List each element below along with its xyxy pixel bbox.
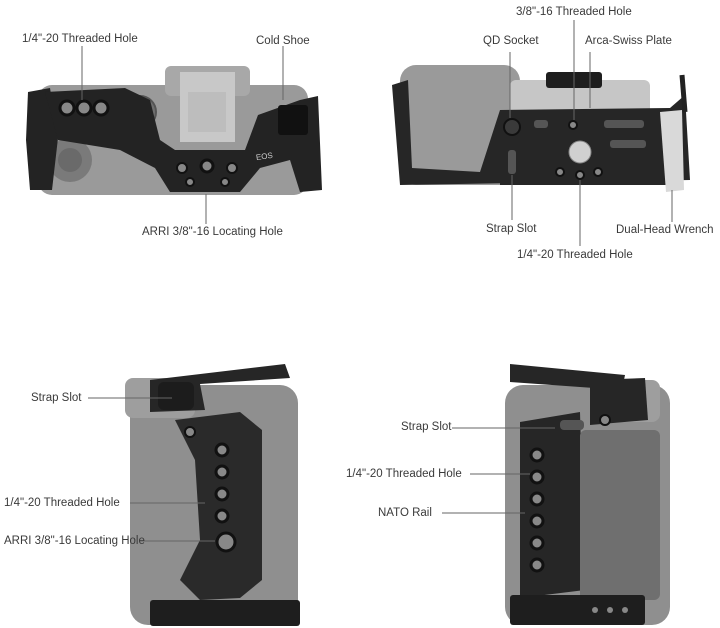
top-view-engraving: EOS	[255, 150, 274, 163]
label-dual-head-wrench: Dual-Head Wrench	[616, 224, 714, 236]
label-threaded-hole-top-view: 1/4"-20 Threaded Hole	[22, 33, 138, 45]
label-strap-slot-right-side: Strap Slot	[401, 421, 452, 433]
top-view-panel: EOS	[0, 0, 360, 260]
bottom-view-panel	[360, 0, 720, 270]
right-side-panel	[360, 350, 720, 628]
top-view-illustration	[26, 46, 322, 224]
label-threaded-hole-38: 3/8"-16 Threaded Hole	[516, 6, 632, 18]
label-nato-rail: NATO Rail	[378, 507, 432, 519]
right-side-illustration	[442, 364, 670, 625]
label-cold-shoe: Cold Shoe	[256, 35, 310, 47]
bottom-view-illustration	[392, 20, 690, 246]
left-side-illustration	[88, 364, 300, 626]
label-threaded-hole-bottom-view: 1/4"-20 Threaded Hole	[517, 249, 633, 261]
label-arri-locating-hole-left-side: ARRI 3/8"-16 Locating Hole	[4, 535, 145, 547]
label-qd-socket: QD Socket	[483, 35, 539, 47]
label-arca-swiss-plate: Arca-Swiss Plate	[585, 35, 672, 47]
label-threaded-hole-right-side: 1/4"-20 Threaded Hole	[346, 468, 462, 480]
label-strap-slot-left-side: Strap Slot	[31, 392, 82, 404]
label-threaded-hole-left-side: 1/4"-20 Threaded Hole	[4, 497, 120, 509]
label-strap-slot-bottom-view: Strap Slot	[486, 223, 537, 235]
label-arri-locating-hole-top-view: ARRI 3/8"-16 Locating Hole	[142, 226, 283, 238]
left-side-panel	[0, 350, 360, 628]
